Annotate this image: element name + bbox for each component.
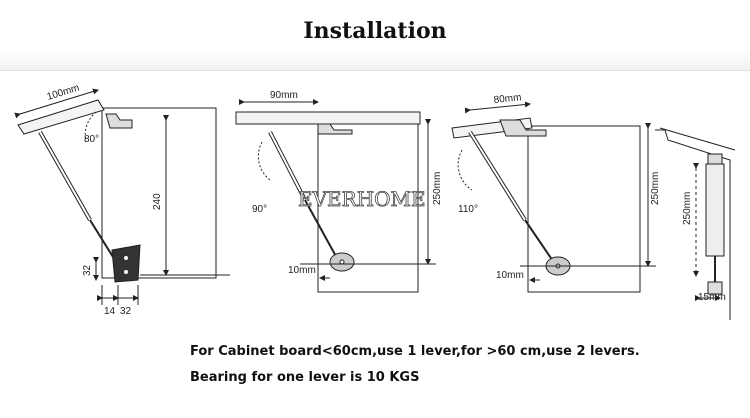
fig1-height-label: 240: [152, 193, 163, 210]
fig3-width-label: 80mm: [493, 92, 522, 106]
installation-diagram: 100mm 80° 240 32 14 32 90mm 90° 250mm 10…: [14, 83, 736, 320]
gas-strut-rod: [304, 199, 339, 261]
fig4-offset-label: 15mm: [698, 292, 726, 303]
fig1-angle-label: 80°: [84, 134, 99, 145]
gas-strut-rod: [524, 219, 556, 265]
cabinet-side-profile: [655, 129, 731, 320]
mounting-plate: [111, 244, 141, 283]
hinge: [317, 123, 353, 135]
fig1-bottom-dim-a: 14: [104, 306, 116, 317]
page-title: Installation: [303, 18, 447, 44]
fig4-height-label: 250mm: [682, 192, 693, 225]
fig2-height-label: 250mm: [432, 172, 443, 205]
fig3-height-label: 250mm: [650, 172, 661, 205]
cabinet-door: [17, 99, 105, 135]
note-bearing: Bearing for one lever is 10 KGS: [190, 370, 420, 385]
cabinet-door: [235, 111, 421, 125]
cabinet-body: [527, 125, 641, 293]
gas-strut-cylinder: [705, 163, 725, 257]
figure-2: [235, 99, 436, 293]
mounting-bracket: [707, 281, 723, 295]
fig3-offset-label: 10mm: [496, 270, 524, 281]
figure-4: [655, 127, 736, 320]
figure-3: [451, 101, 656, 293]
hinge: [105, 113, 133, 129]
figure-1: [14, 88, 230, 305]
cabinet-body: [101, 107, 217, 279]
note-lever-count: For Cabinet board<60cm,use 1 lever,for >…: [190, 344, 640, 359]
fig3-angle-label: 110°: [458, 204, 478, 215]
hinge: [499, 119, 547, 137]
fig2-offset-label: 10mm: [288, 265, 316, 276]
fig1-width-label: 100mm: [46, 83, 81, 103]
fig1-bottom-dim-b: 32: [120, 306, 132, 317]
fig1-left-dim: 32: [82, 264, 93, 276]
fig2-width-label: 90mm: [270, 90, 298, 101]
fig2-angle-label: 90°: [252, 204, 267, 215]
title-band: [0, 0, 750, 71]
watermark: EVERHOME: [298, 187, 426, 211]
